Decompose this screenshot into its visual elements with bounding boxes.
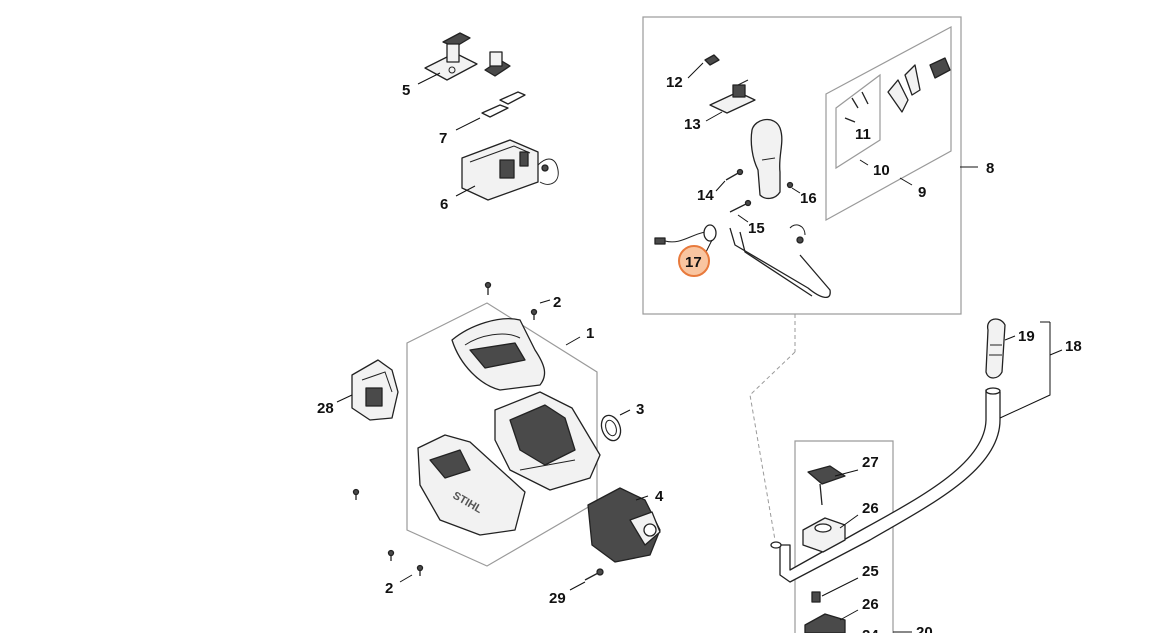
part-26-clamp-lower[interactable] (804, 613, 846, 633)
part-18-handle-tube[interactable] (770, 387, 1001, 583)
part-12-plug[interactable] (704, 54, 720, 66)
callout-1[interactable]: 1 (586, 325, 594, 342)
callout-7[interactable]: 7 (439, 130, 447, 147)
part-28-battery-cover[interactable] (351, 359, 399, 421)
part-26-clamp-upper[interactable] (802, 517, 846, 553)
callout-18[interactable]: 18 (1065, 338, 1082, 355)
callout-12[interactable]: 12 (666, 74, 683, 91)
callout-19[interactable]: 19 (1018, 328, 1035, 345)
callout-27[interactable]: 27 (862, 454, 879, 471)
part-11-springs[interactable] (844, 91, 869, 123)
part-29-screw[interactable] (584, 568, 604, 581)
part-1-housing-cover[interactable] (451, 318, 546, 391)
part-3-gasket[interactable] (598, 413, 624, 444)
part-27-clamp-screw[interactable] (807, 465, 846, 506)
housing-left-half[interactable]: STIHL (417, 434, 526, 536)
callout-20[interactable]: 20 (916, 624, 933, 633)
callout-9[interactable]: 9 (918, 184, 926, 201)
housing-right-half[interactable] (494, 391, 601, 491)
callout-labels[interactable]: 1 2 2 3 4 5 6 7 8 9 10 11 12 13 14 15 16… (317, 74, 1082, 633)
part-8-handle-bar[interactable] (729, 224, 831, 298)
trigger-parts-frame (835, 73, 881, 170)
part-7-contact-parts[interactable] (481, 91, 526, 118)
screws[interactable] (352, 281, 538, 577)
callout-11[interactable]: 11 (855, 126, 871, 143)
callout-15[interactable]: 15 (748, 220, 765, 237)
part-5-switch-lever[interactable] (424, 32, 511, 81)
part-25-spring[interactable] (811, 591, 821, 603)
connector-dashed-line-2 (749, 351, 796, 541)
part-17-cable[interactable] (654, 224, 717, 245)
part-13-switch[interactable] (709, 79, 756, 114)
callout-28[interactable]: 28 (317, 400, 334, 417)
callout-25[interactable]: 25 (862, 563, 879, 580)
callout-4[interactable]: 4 (655, 488, 664, 505)
handle-assembly-frame (642, 16, 962, 315)
part-4-motor[interactable] (587, 487, 661, 563)
callout-10[interactable]: 10 (873, 162, 890, 179)
callout-26-bottom[interactable]: 26 (862, 596, 879, 613)
callout-2-bottom[interactable]: 2 (385, 580, 393, 597)
part-19-grip[interactable] (985, 318, 1006, 379)
selected-part-17-marker[interactable] (678, 245, 710, 277)
callout-8[interactable]: 8 (986, 160, 994, 177)
callout-24[interactable]: 24 (862, 627, 879, 633)
part-8-handle-grip[interactable] (750, 118, 783, 200)
part-14-screw[interactable] (725, 168, 744, 181)
leader-lines (336, 62, 1063, 633)
callout-16[interactable]: 16 (800, 190, 817, 207)
callout-14[interactable]: 14 (697, 187, 714, 204)
bracket-frame (794, 440, 894, 633)
callout-13[interactable]: 13 (684, 116, 701, 133)
callout-26-top[interactable]: 26 (862, 500, 879, 517)
callout-3[interactable]: 3 (636, 401, 644, 418)
trigger-subassembly-frame (825, 25, 952, 222)
callout-29[interactable]: 29 (549, 590, 566, 607)
callout-6[interactable]: 6 (440, 196, 448, 213)
part-6-contact-carrier[interactable] (461, 139, 559, 201)
callout-5[interactable]: 5 (402, 82, 410, 99)
part-15-screw[interactable] (729, 199, 752, 213)
part-9-trigger-levers[interactable] (887, 57, 951, 113)
callout-2-top[interactable]: 2 (553, 294, 561, 311)
part-16-nut[interactable] (786, 181, 794, 189)
callout-17[interactable]: 17 (685, 254, 702, 271)
